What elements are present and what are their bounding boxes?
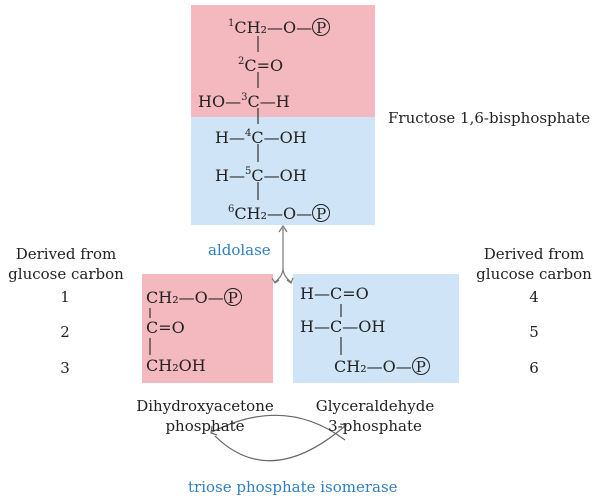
isomerase-label: triose phosphate isomerase <box>188 478 398 496</box>
g3p-row-2: H—C—OH <box>300 317 386 336</box>
dhap-box <box>142 274 273 383</box>
g3p-row-3: CH₂—O—P <box>334 357 430 376</box>
right-header: Derived from glucose carbon <box>476 245 592 283</box>
left-carbon-3: 3 <box>60 359 70 377</box>
phosphate-icon: P <box>312 204 331 223</box>
fructose-row-5: H—5C—OH <box>215 166 307 185</box>
fructose-row-6: 6CH₂—O—P <box>228 201 331 223</box>
phosphate-icon: P <box>411 357 430 376</box>
left-header: Derived from glucose carbon <box>8 245 124 283</box>
fructose-row-3: HO—3C—H <box>198 92 290 111</box>
fructose-top-half <box>191 5 375 117</box>
phosphate-icon: P <box>223 288 242 307</box>
fructose-row-4: H—4C—OH <box>215 128 307 147</box>
left-carbon-1: 1 <box>60 288 70 306</box>
right-carbon-4: 4 <box>529 288 539 306</box>
dhap-row-1: CH₂—O—P <box>146 288 242 307</box>
dhap-row-3: CH₂OH <box>146 356 206 375</box>
right-carbon-6: 6 <box>529 359 539 377</box>
dhap-row-2: C=O <box>146 318 185 337</box>
g3p-box <box>293 274 459 383</box>
left-carbon-2: 2 <box>60 323 70 341</box>
fructose-row-1: 1CH₂—O—P <box>228 15 331 37</box>
fructose-label: Fructose 1,6-bisphosphate <box>388 109 591 127</box>
fructose-bottom-half <box>191 117 375 225</box>
right-carbon-5: 5 <box>529 323 539 341</box>
phosphate-icon: P <box>312 18 331 37</box>
fructose-row-2: 2C=O <box>238 56 284 75</box>
aldolase-label: aldolase <box>208 241 271 259</box>
g3p-row-1: H—C=O <box>300 284 369 303</box>
